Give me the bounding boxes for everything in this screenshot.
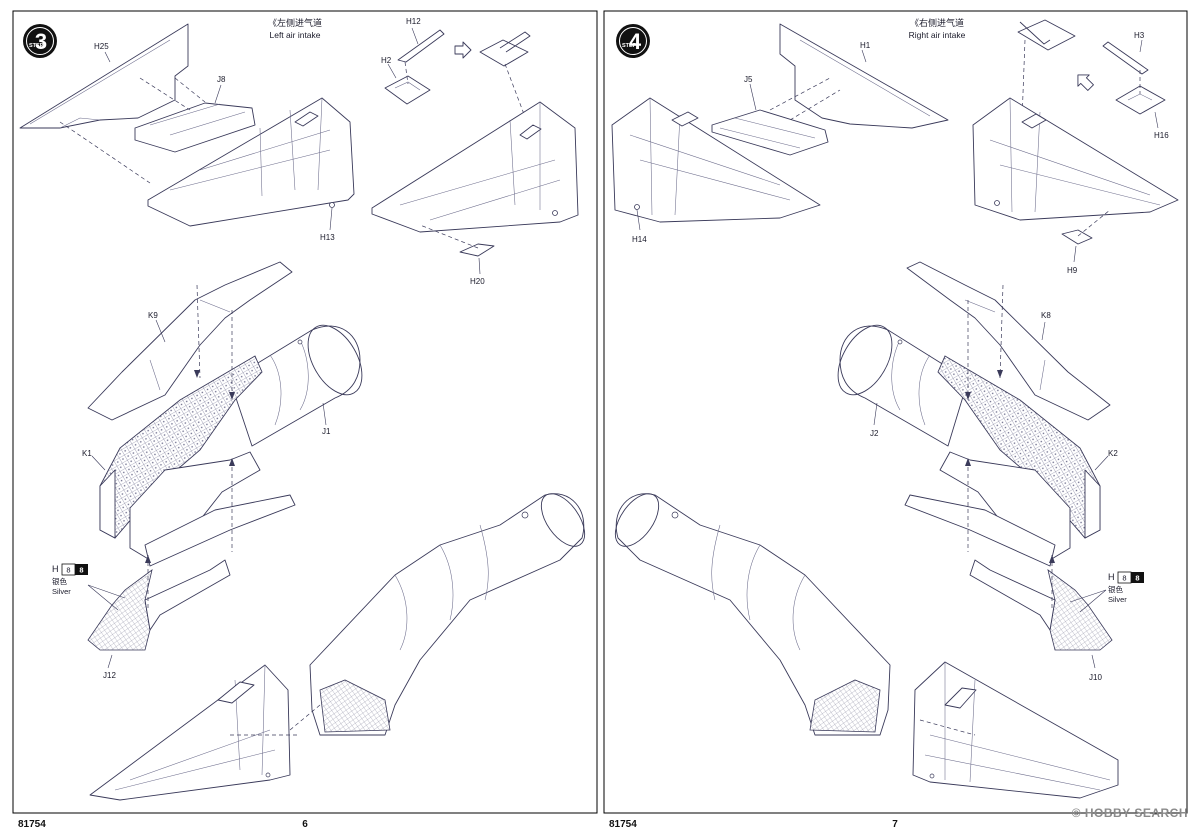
label-j12: J12 xyxy=(103,671,116,680)
paint-part-letter: H xyxy=(1108,572,1115,582)
then-arrow-icon xyxy=(1077,74,1094,91)
alignment-lines xyxy=(967,284,1004,400)
part-j5-plate xyxy=(711,83,829,156)
part-h25-plate xyxy=(19,23,189,184)
part-j1-duct-half xyxy=(229,324,363,447)
part-top-small-assembled xyxy=(1017,19,1076,51)
section-title-cn: 《左侧进气道 xyxy=(268,17,322,28)
paint-code-filled: 8 xyxy=(1135,574,1139,583)
paint-code-filled: 8 xyxy=(79,566,83,575)
left-page-frame xyxy=(12,10,598,814)
label-h1: H1 xyxy=(860,41,871,50)
paint-color-en: Silver xyxy=(52,587,71,596)
part-h1-plate xyxy=(779,23,949,129)
part-lower-plate xyxy=(129,451,296,567)
paint-leader-lines xyxy=(87,584,126,611)
label-j2: J2 xyxy=(870,429,879,438)
assembled-right-wedge xyxy=(912,661,1119,799)
label-j10: J10 xyxy=(1089,673,1102,682)
label-h3: H16 xyxy=(1154,131,1169,140)
part-k1-mesh-grille xyxy=(91,355,263,539)
step-number: 4 xyxy=(629,29,642,54)
watermark: © HOBBY SEARCH xyxy=(1072,806,1188,820)
label-k8: K8 xyxy=(1041,311,1051,320)
part-j12-lower xyxy=(87,555,231,669)
part-k9-plate xyxy=(87,261,293,421)
step-3-section: 3 STEP 《左侧进气道 Left air intake H25 J8 xyxy=(18,17,586,830)
part-intake-box-h20 xyxy=(371,101,579,275)
section-title-cn: 《右侧进气道 xyxy=(910,17,964,28)
part-h13-intake-box xyxy=(147,97,355,231)
paint-code-outline: 8 xyxy=(66,566,70,575)
label-j8: J8 xyxy=(217,75,226,84)
part-h14-h3 xyxy=(1102,39,1166,129)
label-k9: K9 xyxy=(148,311,158,320)
part-h12-h2-assembled xyxy=(479,31,531,67)
alignment-lines xyxy=(769,77,841,121)
part-h16-intake-box xyxy=(611,97,821,231)
paint-chip-silver: H 8 8 银色 Silver xyxy=(1108,571,1144,604)
label-h16: H14 xyxy=(632,235,647,244)
paint-part-letter: H xyxy=(52,564,59,574)
step-word: STEP xyxy=(29,43,44,49)
assembled-right-duct xyxy=(614,493,891,736)
paint-chip-silver: H 8 8 银色 Silver xyxy=(52,563,88,596)
part-k2-mesh-grille xyxy=(937,355,1109,539)
step-4-section: 4 STEP 《右侧进气道 Right air intake H1 J5 xyxy=(609,17,1179,830)
right-page-frame xyxy=(603,10,1188,814)
label-k1: K1 xyxy=(82,449,92,458)
step-number: 3 xyxy=(35,29,47,54)
label-h9: H9 xyxy=(1067,266,1078,275)
part-intake-box-h9 xyxy=(972,97,1179,263)
label-j5: J5 xyxy=(744,75,753,84)
label-k2: K2 xyxy=(1108,449,1118,458)
alignment-lines xyxy=(139,77,206,111)
page-number: 6 xyxy=(302,819,308,830)
alignment-lines xyxy=(196,284,201,379)
assembled-left-wedge xyxy=(89,664,300,801)
part-j2-duct-half xyxy=(837,324,969,447)
label-j1: J1 xyxy=(322,427,331,436)
section-title-en: Left air intake xyxy=(269,30,320,40)
page-number: 7 xyxy=(892,819,898,830)
then-arrow-icon xyxy=(454,41,472,59)
label-h2: H2 xyxy=(381,56,392,65)
paint-code-outline: 8 xyxy=(1122,574,1126,583)
kit-number: 81754 xyxy=(18,819,46,830)
label-h14: H3 xyxy=(1134,31,1145,40)
step-badge-4: 4 STEP xyxy=(616,24,650,58)
kit-number: 81754 xyxy=(609,819,637,830)
assembled-left-duct xyxy=(289,493,586,736)
paint-color-en: Silver xyxy=(1108,595,1127,604)
section-title-en: Right air intake xyxy=(909,30,966,40)
paint-color-cn: 银色 xyxy=(52,576,67,586)
part-k8-plate xyxy=(906,261,1111,421)
part-lower-plate xyxy=(904,451,1071,567)
label-h25: H25 xyxy=(94,42,109,51)
part-j10-lower xyxy=(969,555,1113,669)
label-h20: H20 xyxy=(470,277,485,286)
paint-color-cn: 银色 xyxy=(1108,584,1124,594)
paint-leader-lines xyxy=(1069,589,1107,613)
part-j8-plate xyxy=(134,84,256,153)
step-word: STEP xyxy=(622,43,637,49)
label-h13: H13 xyxy=(320,233,335,242)
part-h12-h2 xyxy=(384,27,445,105)
label-h12: H12 xyxy=(406,17,421,26)
step-badge-3: 3 STEP xyxy=(23,24,57,58)
